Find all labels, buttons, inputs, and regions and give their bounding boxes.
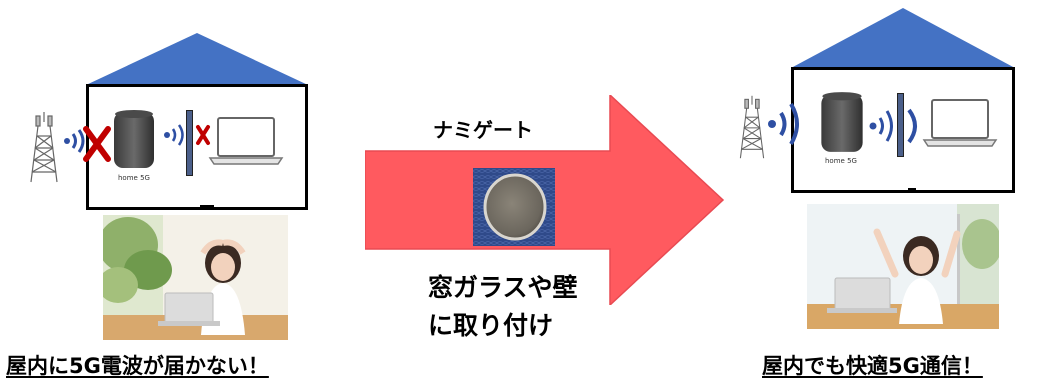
signal-wave-icon [907,108,917,144]
cell-tower-icon [739,95,765,159]
signal-wave-icon [164,124,184,146]
left-house-roof [86,33,308,85]
signal-wave-icon [64,129,85,153]
left-caption: 屋内に5G電波が届かない！ [6,354,269,378]
right-house-roof [791,8,1015,68]
happy-woman-photo [807,204,999,329]
left-house-floor-mark [200,205,214,209]
signal-wave-icon [768,102,799,146]
right-house-floor-mark [908,188,916,192]
install-text-line2: に取り付け [428,311,554,340]
x-mark-icon [196,125,210,145]
product-photo [473,168,555,246]
laptop-icon [922,99,998,147]
right-router-label: home 5G [825,157,857,165]
laptop-icon [208,117,284,165]
window-pane-icon [897,93,904,157]
window-pane-icon [186,110,193,176]
right-caption: 屋内でも快適5G通信！ [762,354,983,378]
router-icon [114,110,154,168]
install-text-line1: 窓ガラスや壁 [428,273,578,302]
router-icon [821,92,863,152]
signal-wave-icon [869,110,893,142]
stressed-woman-photo [103,215,288,340]
cell-tower-icon [30,112,58,183]
left-router-label: home 5G [118,174,150,182]
x-mark-icon [83,126,111,162]
product-name: ナミゲート [433,118,533,142]
